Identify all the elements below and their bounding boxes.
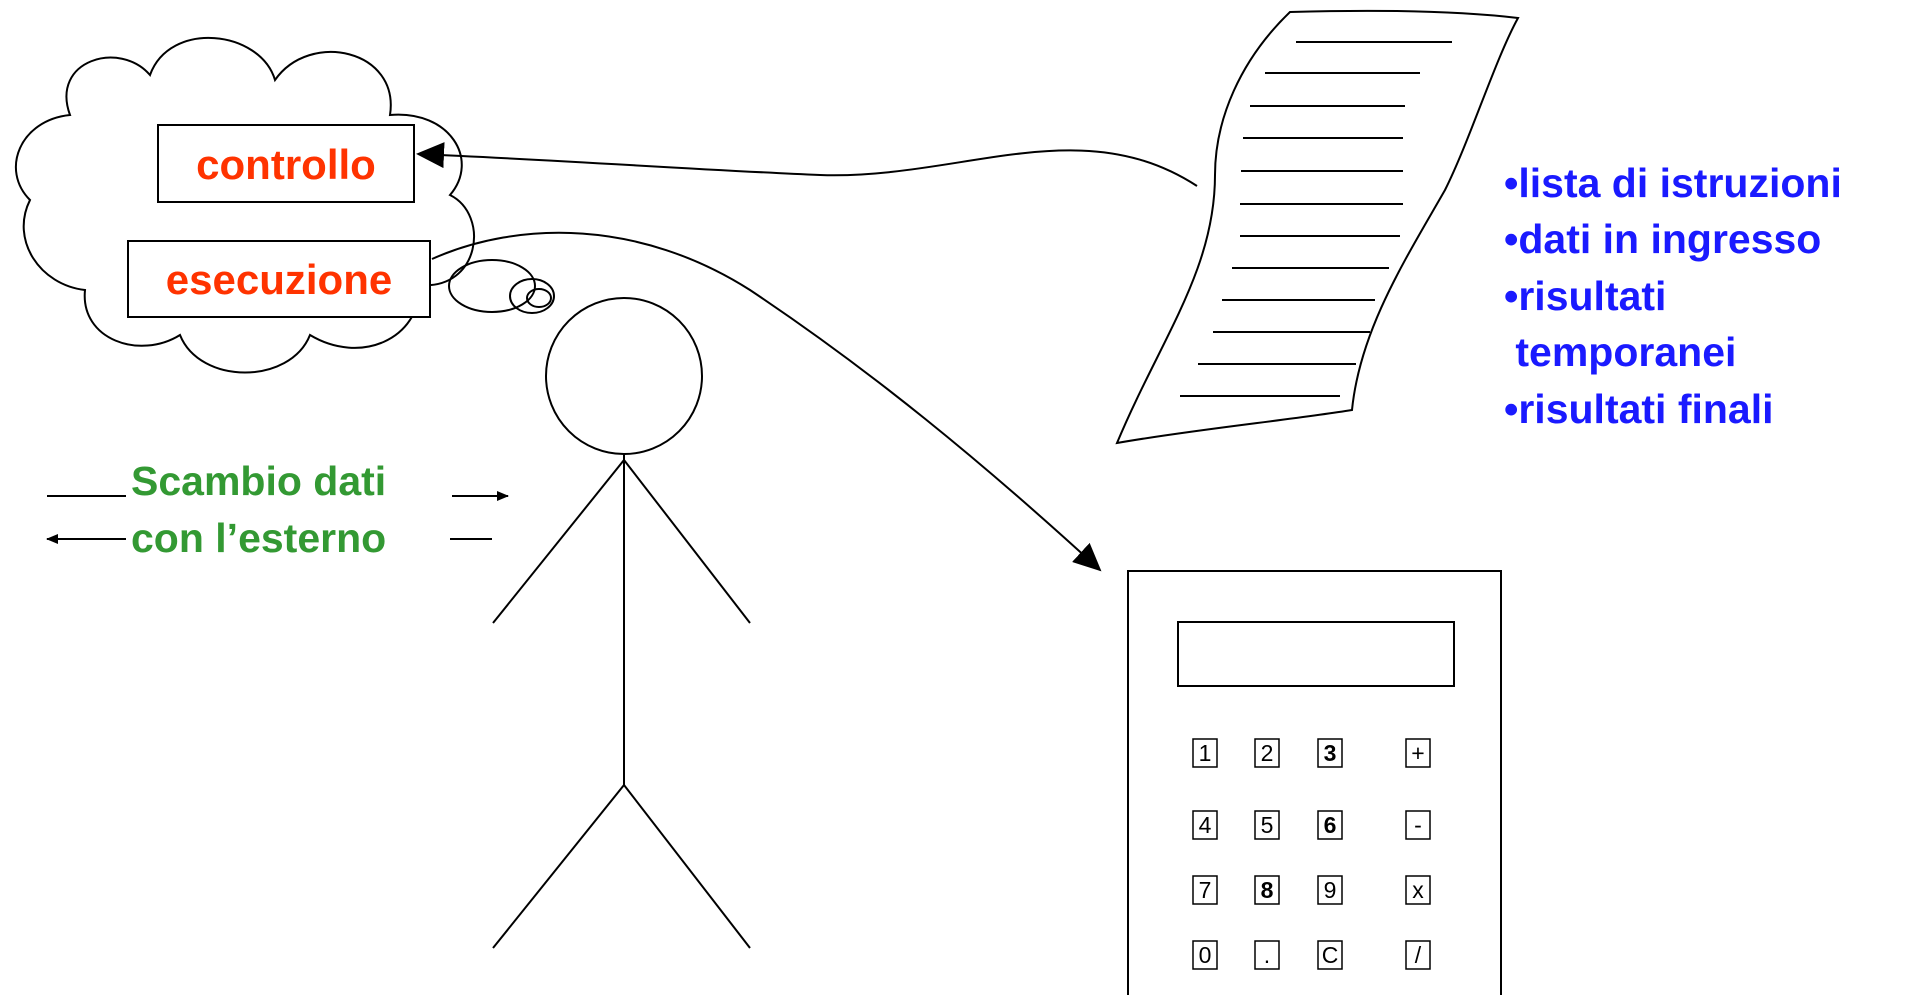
thought-bubble-small [526,288,552,308]
calculator-key-frame [1192,875,1218,905]
calculator-key[interactable]: 9 [1317,875,1343,905]
document-to-control-arrow [416,142,1198,187]
calculator-key[interactable]: 1 [1192,738,1218,768]
calculator-key-frame [1317,875,1343,905]
calculator-key[interactable]: 7 [1192,875,1218,905]
list-item: •risultati finali [1504,386,1774,432]
list-item: temporanei [1504,329,1736,375]
calculator-key[interactable]: 4 [1192,810,1218,840]
calculator-key-frame [1317,810,1343,840]
calculator-key[interactable]: 6 [1317,810,1343,840]
calculator-key-frame [1405,940,1431,970]
calculator-key[interactable]: 8 [1254,875,1280,905]
figure-right-arm [623,459,751,624]
calculator-key-frame [1405,738,1431,768]
calculator-key-frame [1254,810,1280,840]
calculator-key-label: 9 [1324,877,1337,903]
instruction-document [1115,9,1520,445]
calculator-key[interactable]: 0 [1192,940,1218,970]
execution-box-frame [127,240,431,318]
execution-to-calculator-arrow [431,231,1102,572]
calculator-key-label: 3 [1324,740,1337,766]
calculator-key[interactable]: x [1405,875,1431,905]
calculator-key[interactable]: 5 [1254,810,1280,840]
calculator-key-label: + [1411,740,1424,766]
execution-box: esecuzione [127,240,431,318]
calculator-key-frame [1254,940,1280,970]
calculator-key-label: 8 [1261,877,1274,903]
calculator-keypad: 1 2 3 +4 5 6 - 7 8 9 x 0. C / [1192,738,1431,970]
calculator-key-frame [1317,940,1343,970]
calculator-key-label: - [1414,812,1422,838]
calculator-key-frame [1317,738,1343,768]
calculator: 1 2 3 +4 5 6 - 7 8 9 x 0. C / [1127,570,1502,995]
thought-bubble-medium [509,278,555,314]
calculator-key[interactable]: C [1317,940,1343,970]
data-exchange: Scambio dati con l’esterno [46,458,509,561]
figure-right-leg [623,784,751,949]
calculator-key-label: 2 [1261,740,1274,766]
calculator-key-label: 6 [1324,812,1337,838]
calculator-key-frame [1405,875,1431,905]
figure-head [545,297,703,455]
thought-cloud [14,36,555,374]
stick-figure [492,297,751,949]
control-box-frame [157,124,415,203]
document-items-list: •lista di istruzioni •dati in ingresso •… [1504,160,1842,432]
calculator-key-frame [1254,875,1280,905]
calculator-key-label: 1 [1199,740,1212,766]
calculator-key[interactable]: + [1405,738,1431,768]
figure-left-leg [492,784,625,949]
list-item: •risultati [1504,273,1666,319]
calculator-key-frame [1254,738,1280,768]
calculator-key-label: x [1412,877,1424,903]
calculator-key[interactable]: . [1254,940,1280,970]
calculator-key[interactable]: 2 [1254,738,1280,768]
control-box: controllo [157,124,415,203]
execution-label: esecuzione [166,256,392,303]
calculator-key-label: 0 [1199,942,1212,968]
calculator-key-label: / [1415,942,1422,968]
document-outline [1115,9,1520,445]
calculator-key-label: 5 [1261,812,1274,838]
calculator-key-frame [1192,940,1218,970]
calculator-key-label: 7 [1199,877,1212,903]
calculator-key-label: C [1322,942,1339,968]
calculator-key-frame [1192,738,1218,768]
list-item: •dati in ingresso [1504,216,1821,262]
calculator-key-frame [1405,810,1431,840]
exchange-label-line2: con l’esterno [131,515,386,561]
calculator-key[interactable]: 3 [1317,738,1343,768]
figure-left-arm [492,459,625,624]
list-item: •lista di istruzioni [1504,160,1842,206]
calculator-key[interactable]: - [1405,810,1431,840]
exchange-label-line1: Scambio dati [131,458,386,504]
cloud-outline [14,36,475,374]
document-text-lines [1180,41,1452,397]
thought-bubble-large [448,259,536,313]
calculator-key-label: . [1264,942,1270,968]
calculator-key-label: 4 [1199,812,1212,838]
control-label: controllo [196,141,376,188]
calculator-key-frame [1192,810,1218,840]
calculator-display [1177,621,1455,687]
calculator-key[interactable]: / [1405,940,1431,970]
